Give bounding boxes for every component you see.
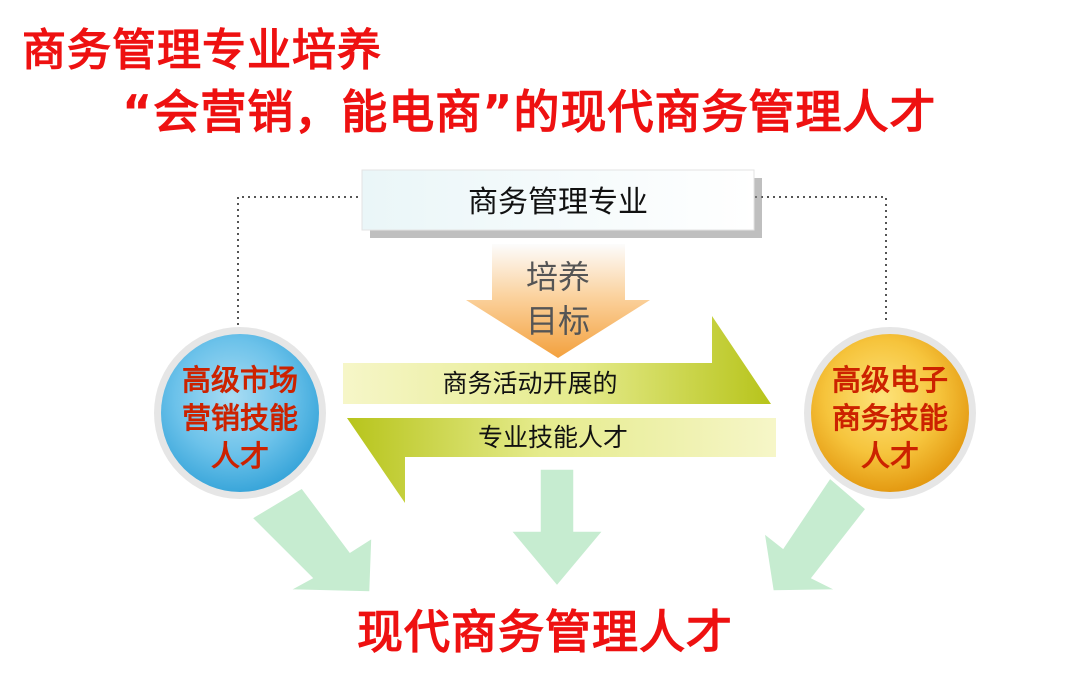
- ecommerce-talent-circle: 高级电子 商务技能 人才: [804, 327, 976, 499]
- title-line-2: “会营销，能电商”的现代商务管理人才: [122, 85, 937, 139]
- right-circle-line-3: 人才: [861, 439, 919, 473]
- right-bar-arrow: 商务活动开展的: [343, 316, 771, 404]
- left-circle-line-3: 人才: [211, 439, 269, 473]
- right-circle-line-2: 商务技能: [832, 401, 948, 435]
- right-dotted-connector: [755, 196, 887, 324]
- goal-arrow-line-2: 目标: [526, 302, 590, 340]
- left-circle-line-2: 营销技能: [182, 401, 298, 435]
- right-circle-line-1: 高级电子: [832, 363, 948, 397]
- title-line-1: 商务管理专业培养: [22, 25, 382, 76]
- goal-arrow-line-1: 培养: [526, 258, 590, 296]
- goal-arrow: 培养 目标: [466, 244, 650, 358]
- marketing-talent-circle: 高级市场 营销技能 人才: [154, 327, 326, 499]
- major-box: 商务管理专业: [361, 169, 762, 238]
- left-bar-arrow: 专业技能人才: [347, 418, 776, 503]
- left-bar-label: 专业技能人才: [478, 423, 628, 452]
- center-down-arrow: [509, 468, 605, 588]
- right-bar-label: 商务活动开展的: [442, 369, 617, 398]
- left-circle-line-1: 高级市场: [182, 363, 298, 397]
- left-down-arrow: [250, 487, 373, 593]
- outcome-label: 现代商务管理人才: [357, 605, 733, 659]
- left-dotted-connector: [237, 196, 366, 325]
- major-box-label: 商务管理专业: [468, 185, 648, 220]
- right-down-arrow: [762, 476, 868, 592]
